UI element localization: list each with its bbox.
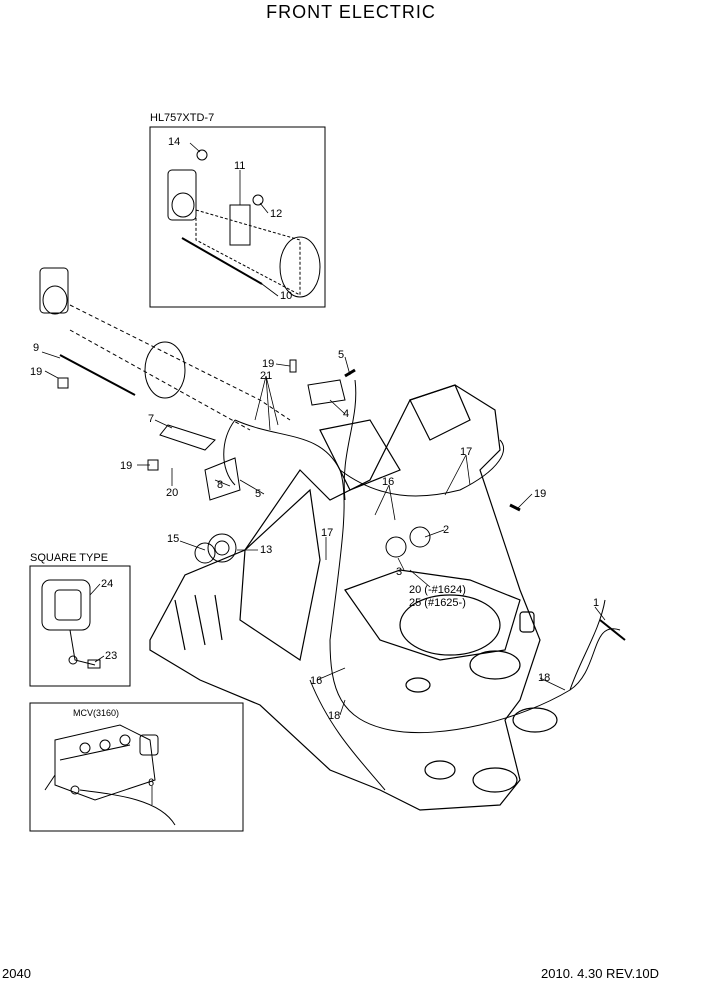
callout-5-b: 5 (255, 488, 262, 500)
callout-12: 12 (270, 208, 283, 220)
boom-cylinder (39, 267, 291, 431)
small-parts (57, 359, 521, 564)
callout-6: 6 (148, 777, 155, 789)
page-title: FRONT ELECTRIC (266, 2, 436, 22)
callout-24: 24 (101, 578, 114, 590)
callout-9: 9 (33, 342, 40, 354)
callout-19-b: 19 (262, 358, 275, 370)
callout-7: 7 (148, 413, 155, 425)
callout-3: 3 (396, 566, 403, 578)
callout-20-a: 20 (166, 487, 179, 499)
inset-box-square (29, 565, 131, 687)
page-number: 2040 (2, 966, 31, 981)
callout-19-a: 19 (30, 366, 43, 378)
callout-20-b: 20 (-#1624) (409, 584, 466, 596)
callout-15: 15 (167, 533, 180, 545)
mcv-valve (44, 724, 159, 801)
callout-23: 23 (105, 650, 118, 662)
inset-title-hl757: HL757XTD-7 (150, 112, 215, 124)
callout-16-a: 16 (382, 476, 395, 488)
inset-box-hl757 (149, 126, 326, 308)
inset-title-mcv: MCV(3160) (73, 708, 120, 718)
callout-18-a: 18 (328, 710, 341, 722)
callout-5-a: 5 (338, 349, 345, 361)
callout-14: 14 (168, 136, 181, 148)
callout-1: 1 (593, 597, 600, 609)
callout-18-b: 18 (538, 672, 551, 684)
inset-cylinder (167, 149, 321, 298)
callout-11: 11 (234, 160, 246, 172)
callout-10: 10 (280, 290, 293, 302)
callout-2: 2 (443, 524, 450, 536)
wire-harness (79, 379, 626, 826)
inset-title-square: SQUARE TYPE (30, 552, 109, 564)
callout-19-c: 19 (120, 460, 133, 472)
callout-8: 8 (217, 479, 224, 491)
square-type-sensor (41, 579, 101, 669)
callout-25: 25 (#1625-) (409, 597, 466, 609)
front-frame (149, 384, 558, 811)
callout-21: 21 (260, 370, 273, 382)
callout-17-b: 17 (460, 446, 473, 458)
callout-19-d: 19 (534, 488, 547, 500)
inset-box-mcv (29, 702, 244, 832)
callout-4: 4 (343, 408, 350, 420)
callout-13: 13 (260, 544, 273, 556)
date-revision: 2010. 4.30 REV.10D (541, 966, 660, 981)
callout-17-a: 17 (321, 527, 334, 539)
leader-lines (41, 142, 606, 805)
callout-16-b: 16 (310, 675, 323, 687)
